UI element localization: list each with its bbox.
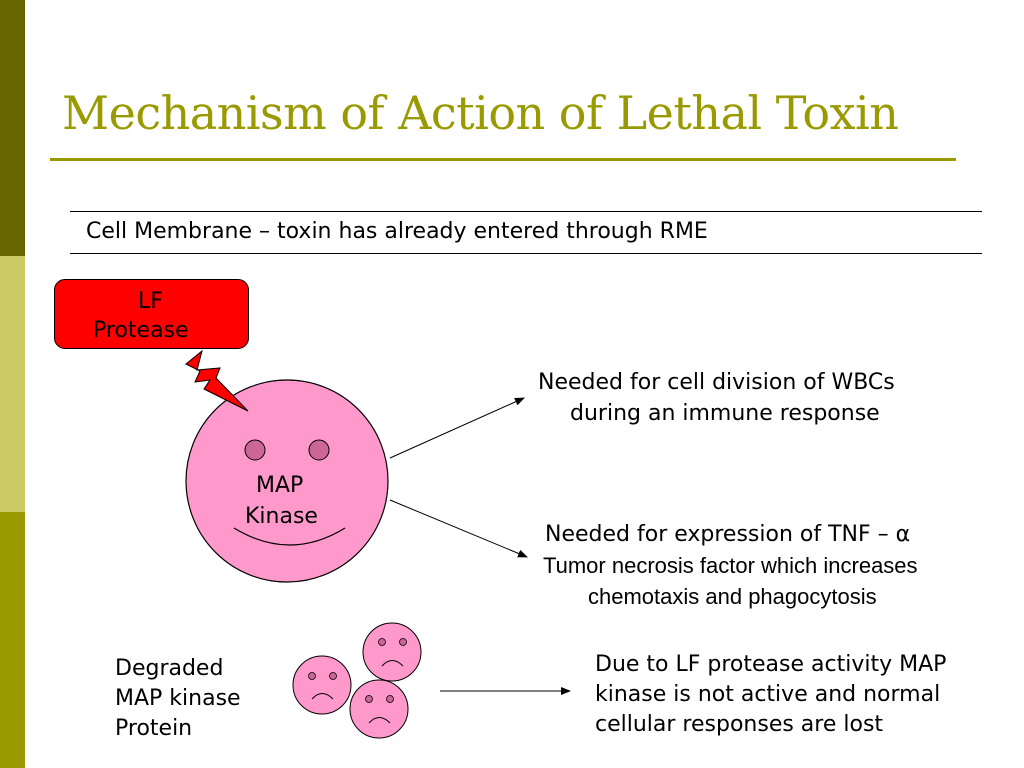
membrane-label: Cell Membrane – toxin has already entere… xyxy=(86,219,708,244)
map-kinase-label-line1: MAP xyxy=(256,473,304,498)
arrow-to-wbc xyxy=(389,397,525,459)
sidebar-dark-band xyxy=(0,0,25,256)
wbc-outcome-line2: during an immune response xyxy=(570,401,880,426)
result-line3: cellular responses are lost xyxy=(595,712,884,737)
left-eye xyxy=(244,439,266,461)
arrow-to-tnf xyxy=(389,499,528,558)
result-line1: Due to LF protease activity MAP xyxy=(595,652,947,677)
sidebar-light-band xyxy=(0,256,25,512)
smile-mouth xyxy=(233,527,346,546)
lf-protease-label-line1: LF xyxy=(138,289,163,314)
tnf-outcome-line3: chemotaxis and phagocytosis xyxy=(588,584,877,609)
map-kinase-smiley-icon xyxy=(185,379,389,583)
tnf-outcome-line1: Needed for expression of TNF – α xyxy=(545,522,911,547)
sad-face-icon xyxy=(292,655,352,715)
membrane-bottom-line xyxy=(70,253,982,254)
wbc-outcome-line1: Needed for cell division of WBCs xyxy=(538,370,895,395)
tnf-outcome-line2: Tumor necrosis factor which increases xyxy=(543,553,918,578)
degraded-label-line2: MAP kinase xyxy=(115,686,241,711)
map-kinase-face xyxy=(185,379,389,583)
lightning-bolt-icon xyxy=(185,349,249,412)
sad-face-icon xyxy=(349,679,409,739)
sad-face-icon xyxy=(362,622,422,682)
membrane-top-line xyxy=(70,211,982,212)
right-eye xyxy=(308,439,330,461)
lf-protease-label-line2: Protease xyxy=(93,318,189,343)
degraded-label-line1: Degraded xyxy=(115,656,224,681)
degraded-label-line3: Protein xyxy=(115,716,193,741)
result-line2: kinase is not active and normal xyxy=(595,682,941,707)
title-underline xyxy=(50,158,956,161)
lf-protease-box xyxy=(54,279,249,349)
slide-title: Mechanism of Action of Lethal Toxin xyxy=(62,86,899,140)
map-kinase-label-line2: Kinase xyxy=(245,504,318,529)
sidebar-olive-band xyxy=(0,512,25,768)
